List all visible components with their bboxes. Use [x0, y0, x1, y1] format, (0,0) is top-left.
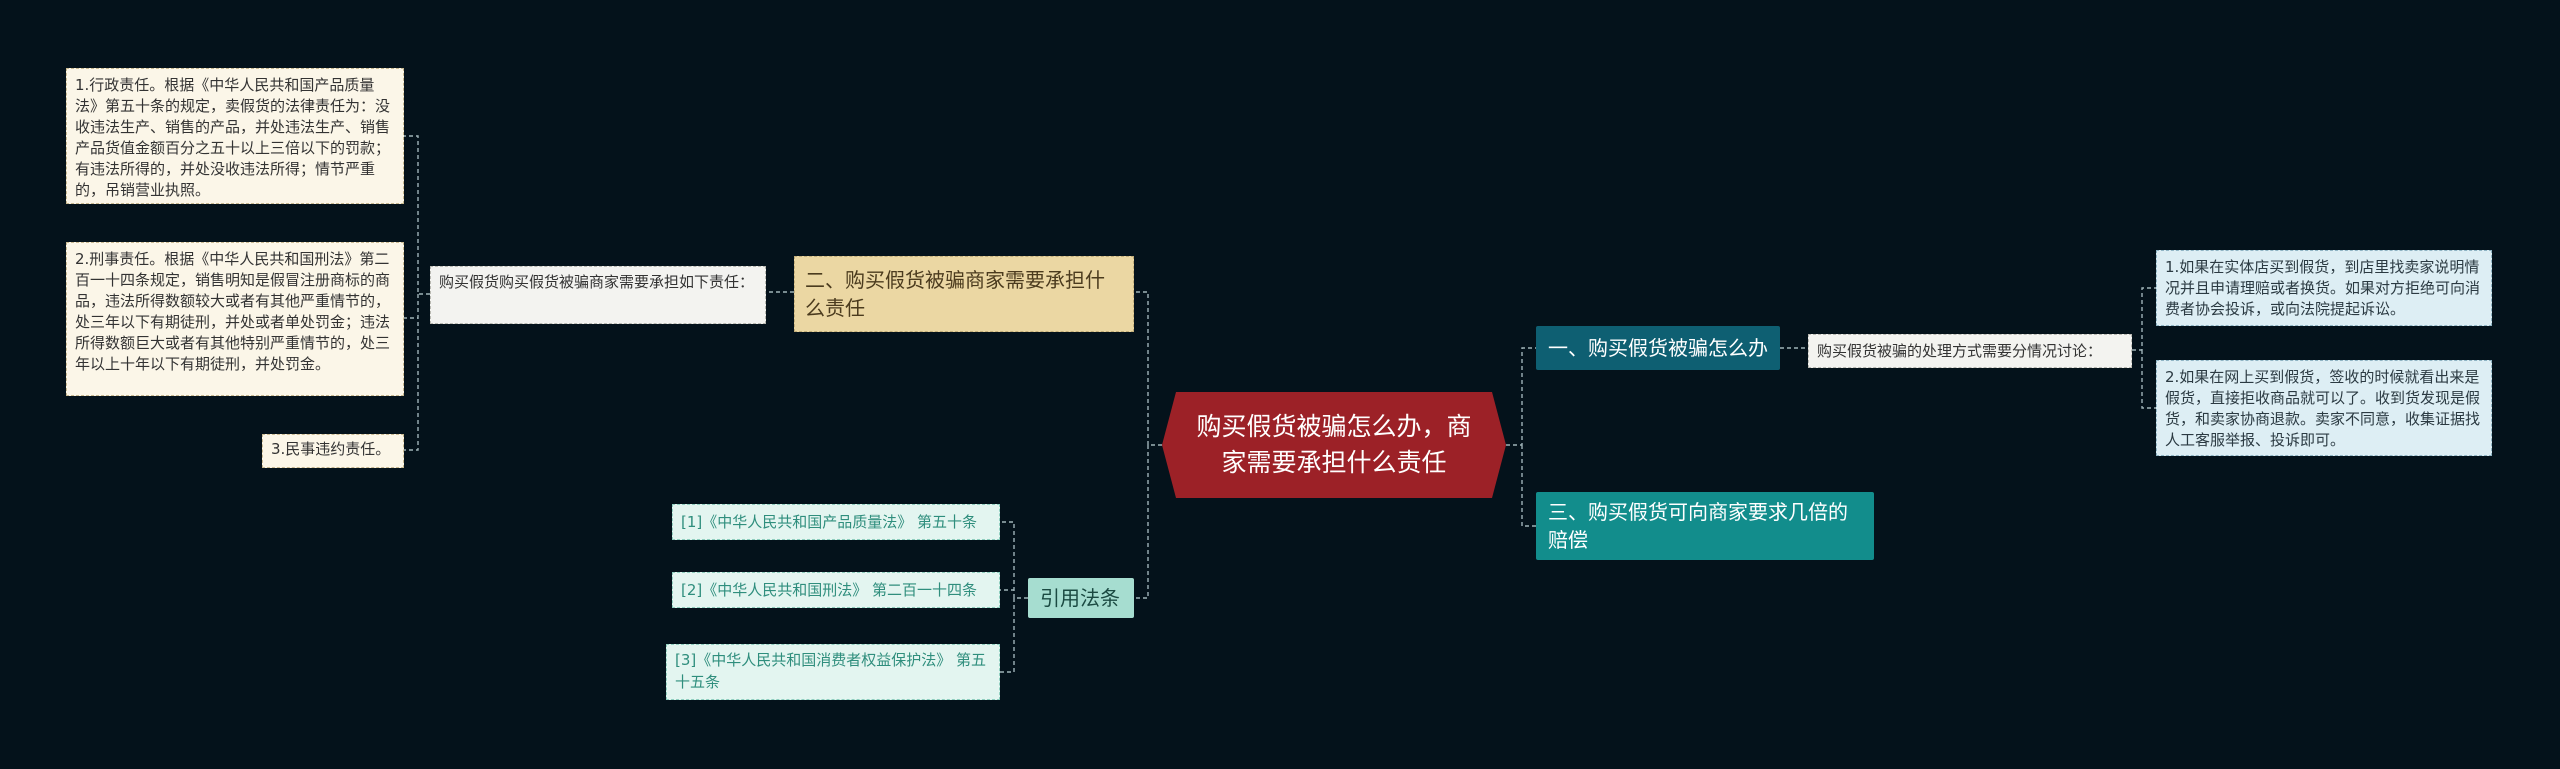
- branch-merchant-liability-label: 二、购买假货被骗商家需要承担什么责任: [805, 268, 1105, 320]
- b2-item-civil-text: 3.民事违约责任。: [271, 440, 391, 458]
- b2-item-criminal[interactable]: 2.刑事责任。根据《中华人民共和国刑法》第二百一十四条规定，销售明知是假冒注册商…: [66, 242, 404, 396]
- b2-item-administrative[interactable]: 1.行政责任。根据《中华人民共和国产品质量法》第五十条的规定，卖假货的法律责任为…: [66, 68, 404, 204]
- law-item-2[interactable]: [2]《中华人民共和国刑法》 第二百一十四条: [672, 572, 1000, 608]
- branch-how-to-handle[interactable]: 一、购买假货被骗怎么办: [1536, 326, 1780, 370]
- root-node[interactable]: 购买假货被骗怎么办，商家需要承担什么责任: [1162, 392, 1506, 498]
- root-title: 购买假货被骗怎么办，商家需要承担什么责任: [1196, 412, 1472, 477]
- branch-cited-laws[interactable]: 引用法条: [1028, 578, 1134, 618]
- b1-sub-text: 购买假货被骗的处理方式需要分情况讨论：: [1817, 342, 2103, 360]
- b2-item-criminal-text: 2.刑事责任。根据《中华人民共和国刑法》第二百一十四条规定，销售明知是假冒注册商…: [75, 250, 391, 373]
- b2-sub-text: 购买假货购买假货被骗商家需要承担如下责任：: [439, 273, 755, 291]
- b2-item-civil[interactable]: 3.民事违约责任。: [262, 434, 404, 468]
- b1-item-2-text: 2.如果在网上买到假货，签收的时候就看出来是假货，直接拒收商品就可以了。收到货发…: [2165, 368, 2481, 449]
- b1-item-2[interactable]: 2.如果在网上买到假货，签收的时候就看出来是假货，直接拒收商品就可以了。收到货发…: [2156, 360, 2492, 456]
- connector-sub1-items: [2132, 287, 2156, 409]
- law-item-3[interactable]: [3]《中华人民共和国消费者权益保护法》 第五十五条: [666, 644, 1000, 700]
- b2-sub-node[interactable]: 购买假货购买假货被骗商家需要承担如下责任：: [430, 266, 766, 324]
- law-item-1[interactable]: [1]《中华人民共和国产品质量法》 第五十条: [672, 504, 1000, 540]
- b2-item-administrative-text: 1.行政责任。根据《中华人民共和国产品质量法》第五十条的规定，卖假货的法律责任为…: [75, 76, 391, 199]
- law-item-2-text: [2]《中华人民共和国刑法》 第二百一十四条: [681, 581, 978, 599]
- law-item-1-text: [1]《中华人民共和国产品质量法》 第五十条: [681, 513, 978, 531]
- law-item-3-text: [3]《中华人民共和国消费者权益保护法》 第五十五条: [675, 651, 987, 691]
- b1-sub-node[interactable]: 购买假货被骗的处理方式需要分情况讨论：: [1808, 334, 2132, 368]
- branch-how-to-handle-label: 一、购买假货被骗怎么办: [1548, 336, 1768, 360]
- connector-sub2-items: [404, 135, 430, 451]
- branch-merchant-liability[interactable]: 二、购买假货被骗商家需要承担什么责任: [794, 256, 1134, 332]
- branch-compensation-label: 三、购买假货可向商家要求几倍的赔偿: [1548, 500, 1848, 552]
- b1-item-1-text: 1.如果在实体店买到假货，到店里找卖家说明情况并且申请理赔或者换货。如果对方拒绝…: [2165, 258, 2481, 318]
- connector-root-right: [1506, 347, 1536, 527]
- connector-root-left: [1134, 291, 1162, 599]
- b1-item-1[interactable]: 1.如果在实体店买到假货，到店里找卖家说明情况并且申请理赔或者换货。如果对方拒绝…: [2156, 250, 2492, 326]
- connector-b4-items: [1000, 521, 1028, 673]
- branch-cited-laws-label: 引用法条: [1040, 586, 1120, 610]
- branch-compensation[interactable]: 三、购买假货可向商家要求几倍的赔偿: [1536, 492, 1874, 560]
